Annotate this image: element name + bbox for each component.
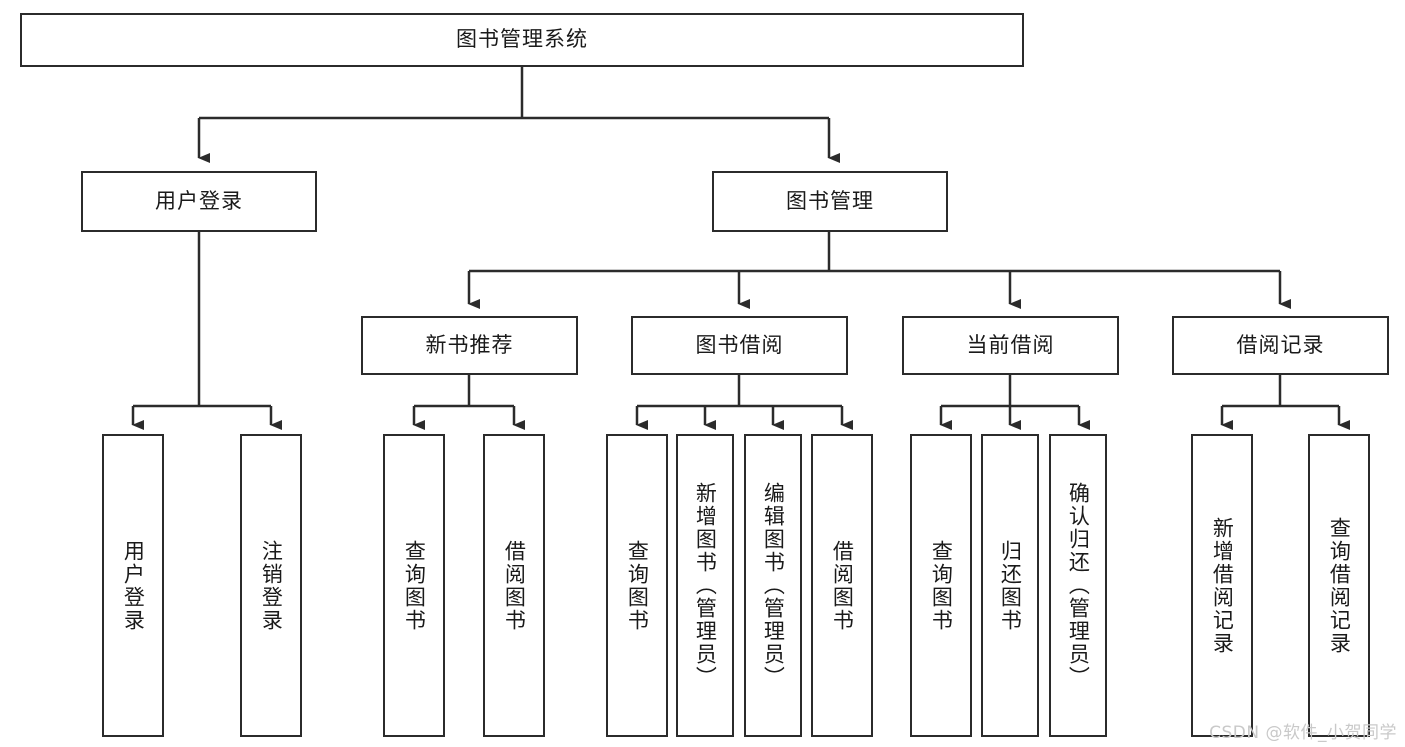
node-label: 新增图书（管理员） (693, 482, 718, 689)
node-label: 注销登录 (259, 539, 284, 632)
node-label: 查询图书 (625, 539, 650, 632)
node-label: 新书推荐 (425, 332, 514, 357)
leaf-current-borrow-confirm-return-admin[interactable]: 确认归还（管理员） (1049, 434, 1107, 737)
node-book-borrow[interactable]: 图书借阅 (631, 316, 848, 375)
csdn-watermark: CSDN @软件_小贺同学 (1209, 723, 1397, 743)
leaf-current-borrow-query-book[interactable]: 查询图书 (910, 434, 972, 737)
node-label: 图书借阅 (695, 332, 784, 357)
node-borrow-record[interactable]: 借阅记录 (1172, 316, 1389, 375)
leaf-new-book-query-book[interactable]: 查询图书 (383, 434, 445, 737)
node-user-login[interactable]: 用户登录 (81, 171, 317, 232)
node-label: 用户登录 (155, 188, 243, 213)
node-label: 归还图书 (998, 539, 1023, 632)
leaf-user-login-login[interactable]: 用户登录 (102, 434, 164, 737)
leaf-current-borrow-return-book[interactable]: 归还图书 (981, 434, 1039, 737)
leaf-book-borrow-borrow-book[interactable]: 借阅图书 (811, 434, 873, 737)
node-label: 查询借阅记录 (1327, 516, 1352, 655)
node-label: 确认归还（管理员） (1066, 482, 1091, 689)
node-label: 借阅图书 (502, 539, 527, 632)
node-label: 查询图书 (402, 539, 427, 632)
node-label: 借阅记录 (1236, 332, 1325, 357)
node-label: 图书管理系统 (456, 27, 588, 52)
leaf-book-borrow-query-book[interactable]: 查询图书 (606, 434, 668, 737)
node-label: 图书管理 (786, 188, 874, 213)
node-root-book-management-system[interactable]: 图书管理系统 (20, 13, 1024, 67)
node-new-book-recommend[interactable]: 新书推荐 (361, 316, 578, 375)
leaf-borrow-record-query-record[interactable]: 查询借阅记录 (1308, 434, 1370, 737)
leaf-borrow-record-add-record[interactable]: 新增借阅记录 (1191, 434, 1253, 737)
node-label: 借阅图书 (830, 539, 855, 632)
node-label: 用户登录 (121, 539, 146, 632)
leaf-new-book-borrow-book[interactable]: 借阅图书 (483, 434, 545, 737)
leaf-book-borrow-edit-book-admin[interactable]: 编辑图书（管理员） (744, 434, 802, 737)
node-current-borrow[interactable]: 当前借阅 (902, 316, 1119, 375)
node-book-management[interactable]: 图书管理 (712, 171, 948, 232)
leaf-user-login-logout[interactable]: 注销登录 (240, 434, 302, 737)
node-label: 查询图书 (929, 539, 954, 632)
leaf-book-borrow-add-book-admin[interactable]: 新增图书（管理员） (676, 434, 734, 737)
node-label: 新增借阅记录 (1210, 516, 1235, 655)
node-label: 当前借阅 (966, 332, 1055, 357)
node-label: 编辑图书（管理员） (761, 482, 786, 689)
